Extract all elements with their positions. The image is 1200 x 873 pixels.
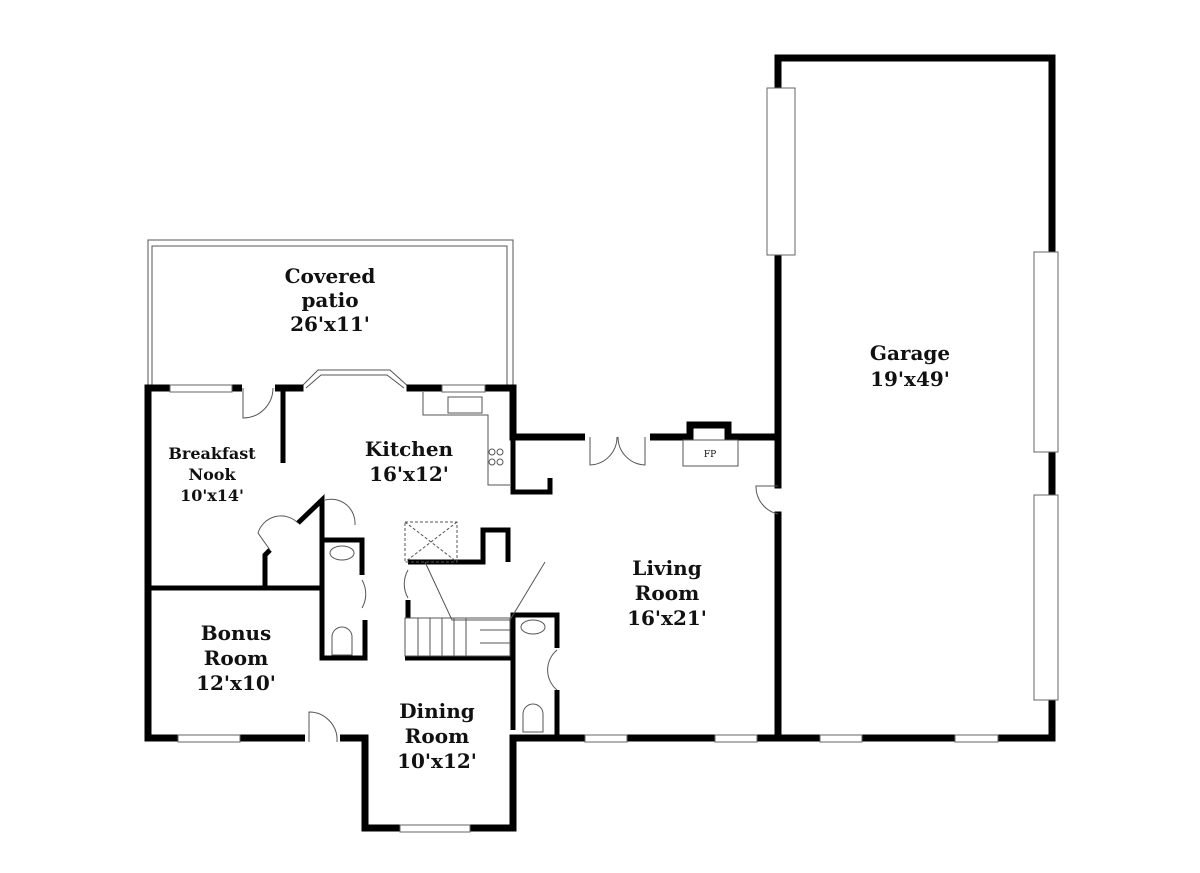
dining-room-label-2: Room [405, 724, 469, 748]
bonus-room-label-2: Room [204, 646, 268, 670]
covered-patio-outline [147, 239, 514, 388]
kitchen-label: Kitchen [365, 437, 454, 461]
breakfast-nook-label-2: Nook [188, 465, 236, 484]
interior-walls [148, 390, 560, 735]
kitchen-size: 16'x12' [369, 462, 449, 486]
exterior-walls [144, 54, 1056, 832]
breakfast-nook-label: Breakfast [168, 444, 256, 463]
garage-label: Garage [870, 341, 950, 365]
windows [169, 87, 1059, 833]
bay-window [299, 369, 411, 389]
fireplace: FP [682, 439, 739, 467]
living-room-label: Living [632, 556, 701, 580]
dining-room-label: Dining [399, 699, 475, 723]
covered-patio-label-2: patio [301, 288, 358, 312]
doors [242, 384, 779, 743]
bonus-room-label: Bonus [201, 621, 272, 645]
living-room-size: 16'x21' [627, 606, 707, 630]
kitchen-counters [422, 392, 510, 486]
covered-patio-label: Covered [285, 264, 376, 288]
room-labels: Covered patio 26'x11' Garage 19'x49' Bre… [168, 264, 950, 773]
stairs [257, 498, 558, 733]
garage-size: 19'x49' [870, 367, 950, 391]
living-room-label-2: Room [635, 581, 699, 605]
fireplace-label: FP [704, 450, 716, 460]
dining-room-size: 10'x12' [397, 749, 477, 773]
covered-patio-size: 26'x11' [290, 312, 370, 336]
breakfast-nook-size: 10'x14' [180, 486, 244, 505]
bonus-room-size: 12'x10' [196, 671, 276, 695]
